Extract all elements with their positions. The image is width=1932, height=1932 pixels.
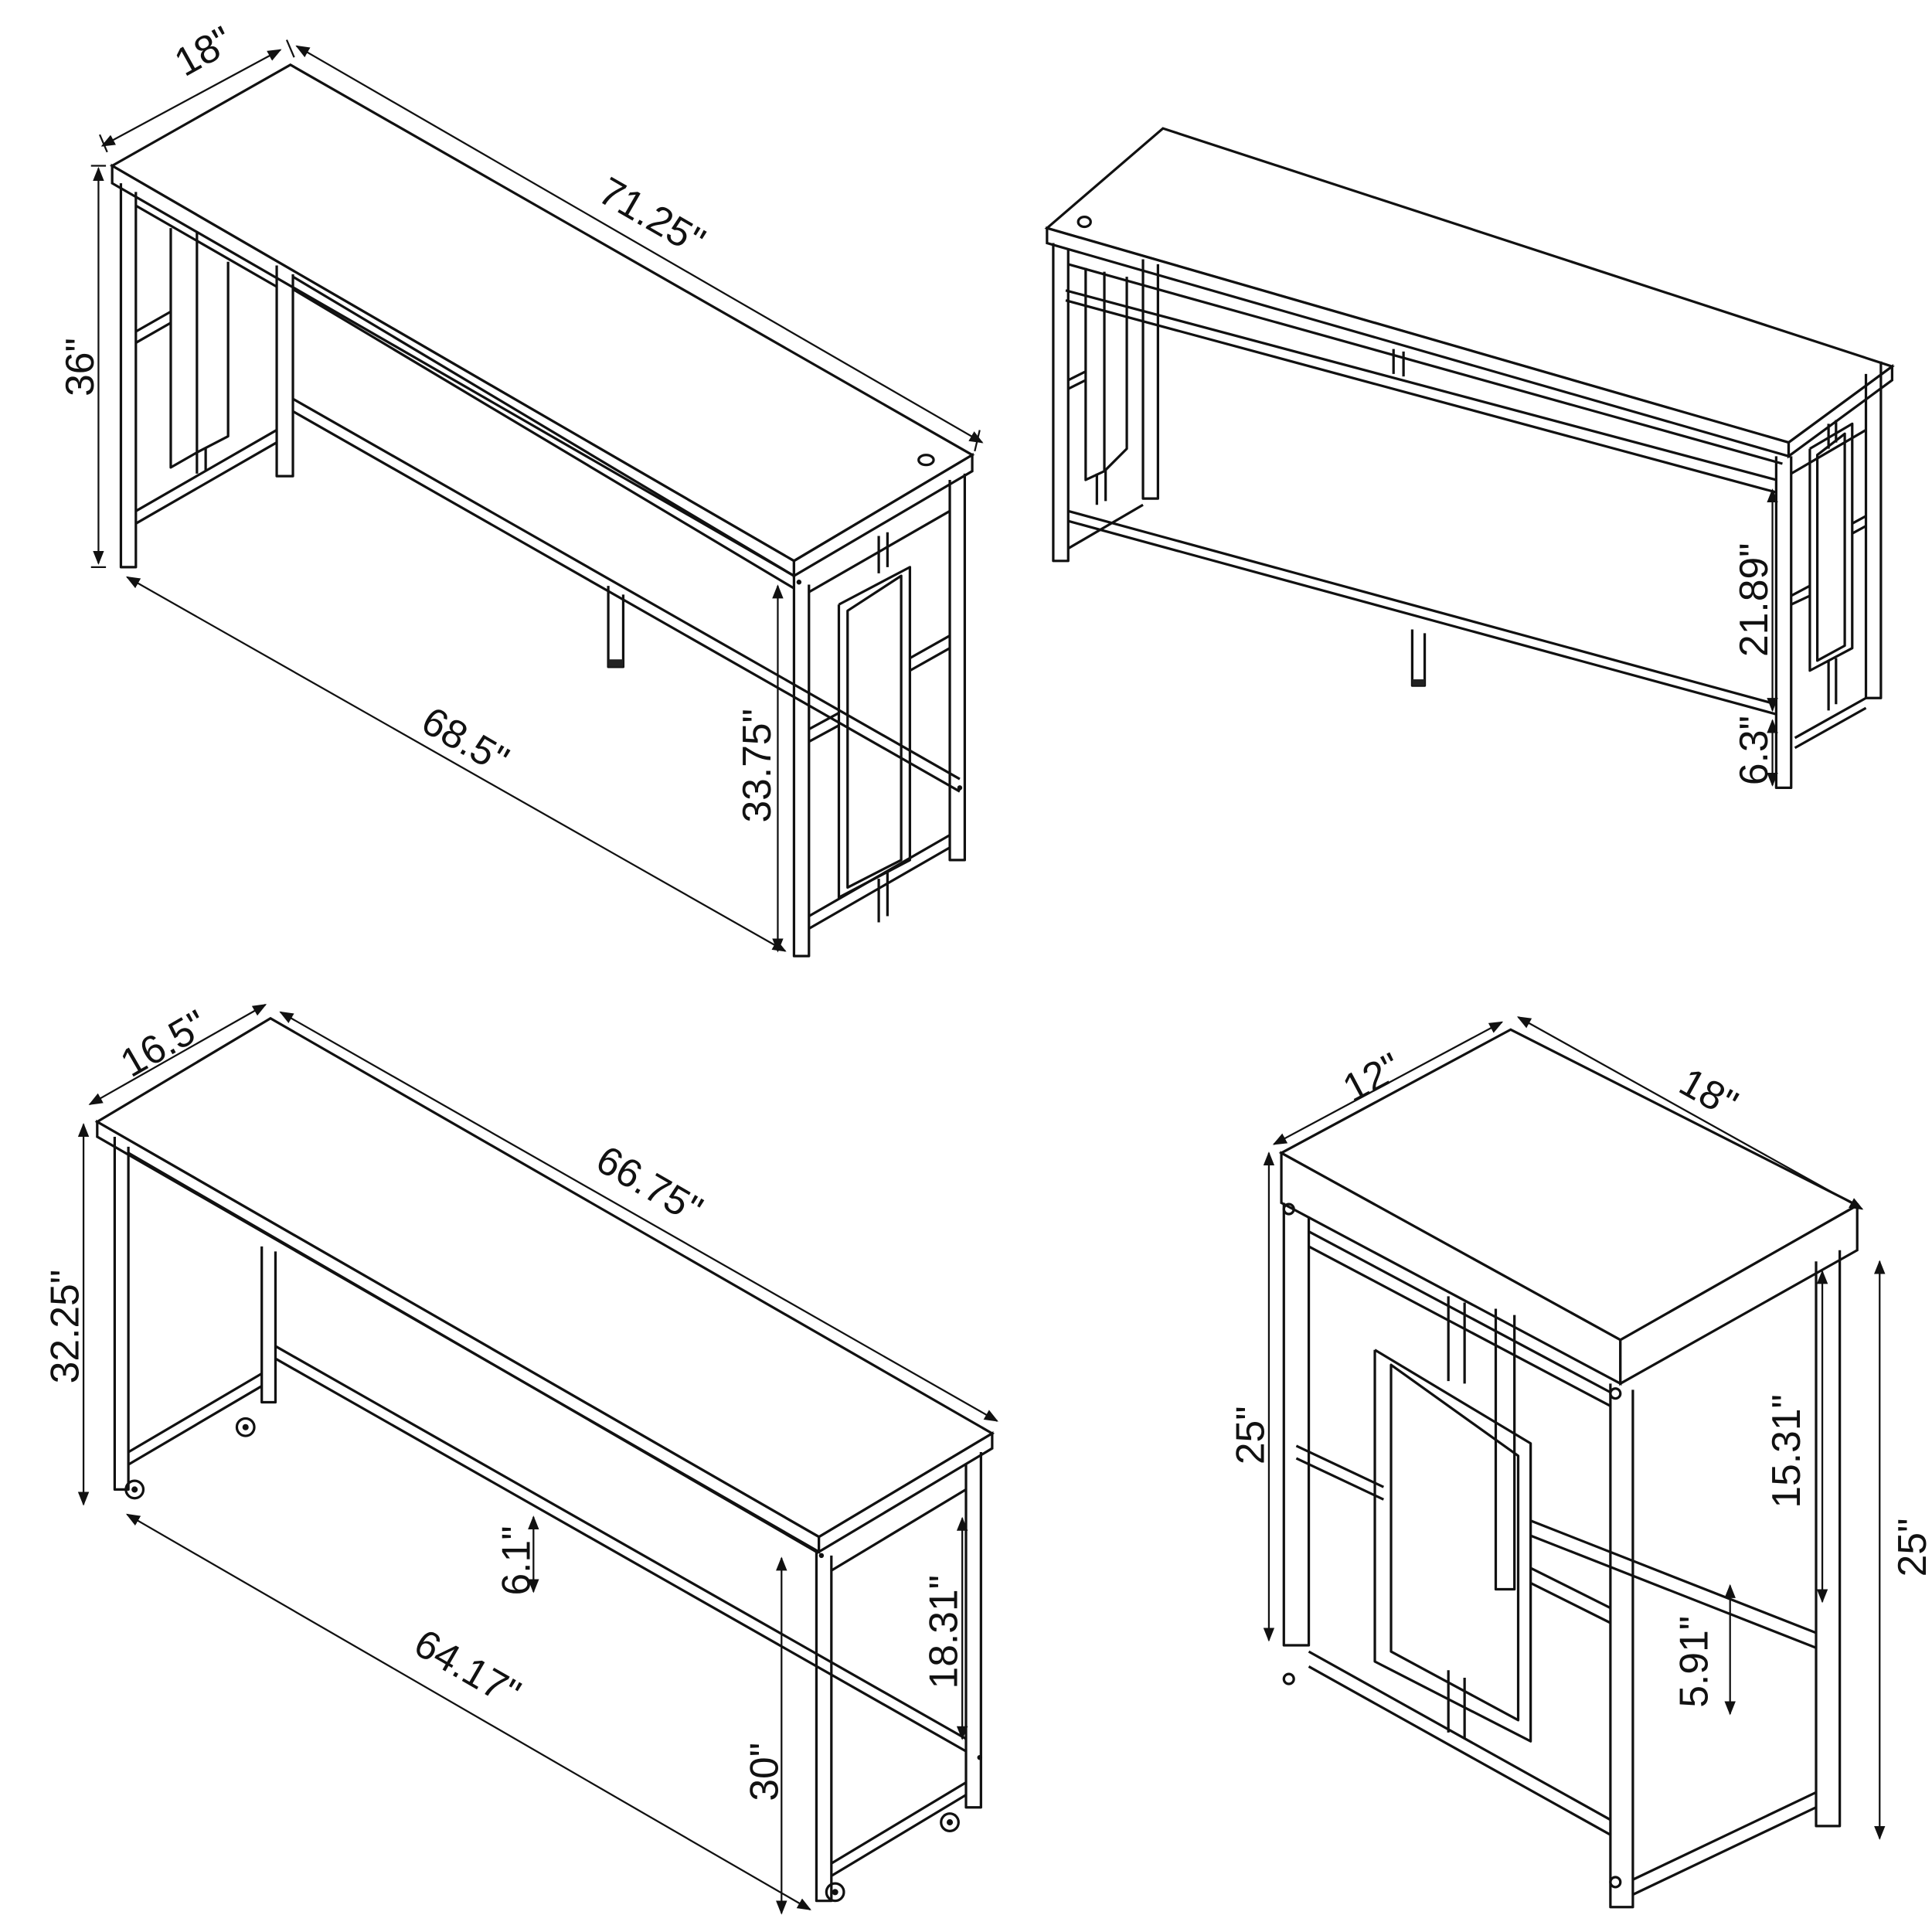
dim-bottom-gap-label: 5.91" — [1672, 1616, 1716, 1708]
dim-height-label: 36" — [57, 338, 102, 396]
dim-bar-gap-label: 6.1" — [493, 1526, 538, 1595]
dim-inner-width-label: 64.17" — [407, 1620, 529, 1716]
dim-leg-clearance-label: 21.89" — [1731, 543, 1776, 657]
dim-inner-height-label: 30" — [741, 1743, 786, 1801]
dim-bottom-bar-label: 6.3" — [1731, 716, 1776, 785]
grommet-icon — [917, 454, 935, 467]
caster-wheel-icon — [124, 1417, 960, 1903]
dim-inner-height-label: 33.75" — [734, 709, 779, 822]
dim-height-left-label: 25" — [1227, 1406, 1272, 1464]
end-table-diagram: 12" 18" 25" 25" 15.31" 5.91" — [1227, 1016, 1932, 1909]
dim-upper-clearance-label: 15.31" — [1764, 1394, 1808, 1508]
dim-height-right-label: 25" — [1889, 1519, 1932, 1577]
dim-shelf-clearance-label: 18.31" — [921, 1575, 966, 1689]
dim-depth-label: 18" — [167, 17, 240, 84]
desk-diagram-2: 21.89" 6.3" — [1044, 127, 1895, 789]
dim-height-label: 32.25" — [43, 1270, 87, 1383]
bolt-icon — [1282, 1202, 1622, 1889]
desk-diagram-3: 16.5" 66.75" 32.25" 64.17" 30" 18.31" 6.… — [43, 1001, 998, 1915]
grommet-icon — [1077, 216, 1092, 229]
desk-diagram-1: 18" 71.25" 36" 68.5" 33.75" — [57, 17, 984, 957]
